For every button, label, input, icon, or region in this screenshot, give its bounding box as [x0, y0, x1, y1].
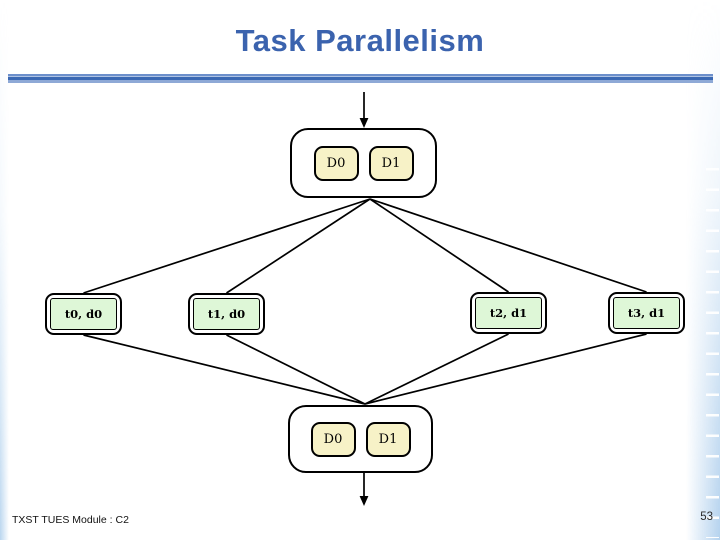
merge-line-t1: [226, 334, 366, 405]
task-label-t0: t0, d0: [50, 298, 117, 330]
task-node-t0: t0, d0: [45, 293, 122, 335]
title-divider-line: [8, 74, 713, 84]
task-label-t1: t1, d0: [193, 298, 260, 330]
fanout-line-t1: [226, 198, 371, 294]
fanout-line-t0: [83, 198, 371, 294]
task-node-t1: t1, d0: [188, 293, 265, 335]
data-chip-bottom-d0: D0: [310, 421, 356, 457]
task-node-t2: t2, d1: [470, 292, 547, 334]
merge-line-t0: [83, 334, 366, 405]
page-number: 53: [700, 511, 713, 523]
task-label-t3: t3, d1: [613, 297, 680, 329]
merge-line-t3: [364, 333, 647, 405]
task-label-t2: t2, d1: [475, 297, 542, 329]
data-chip-bottom-d1: D1: [365, 421, 411, 457]
slide-title: Task Parallelism: [235, 23, 485, 58]
top-inflow-arrowhead-icon: [359, 118, 369, 128]
fanout-line-t2: [369, 198, 509, 293]
data-chip-top-d1: D1: [368, 145, 414, 181]
left-edge-decoration: [0, 0, 9, 540]
footer-text: TXST TUES Module : C2: [12, 514, 129, 526]
merge-line-t2: [364, 333, 509, 405]
data-node-top: D0 D1: [290, 128, 437, 198]
task-node-t3: t3, d1: [608, 292, 685, 334]
bottom-outflow-arrowhead-icon: [359, 496, 369, 506]
fanout-line-t3: [369, 198, 647, 293]
data-node-bottom: D0 D1: [288, 405, 433, 473]
right-edge-dashes: [706, 150, 719, 538]
data-chip-top-d0: D0: [313, 145, 359, 181]
